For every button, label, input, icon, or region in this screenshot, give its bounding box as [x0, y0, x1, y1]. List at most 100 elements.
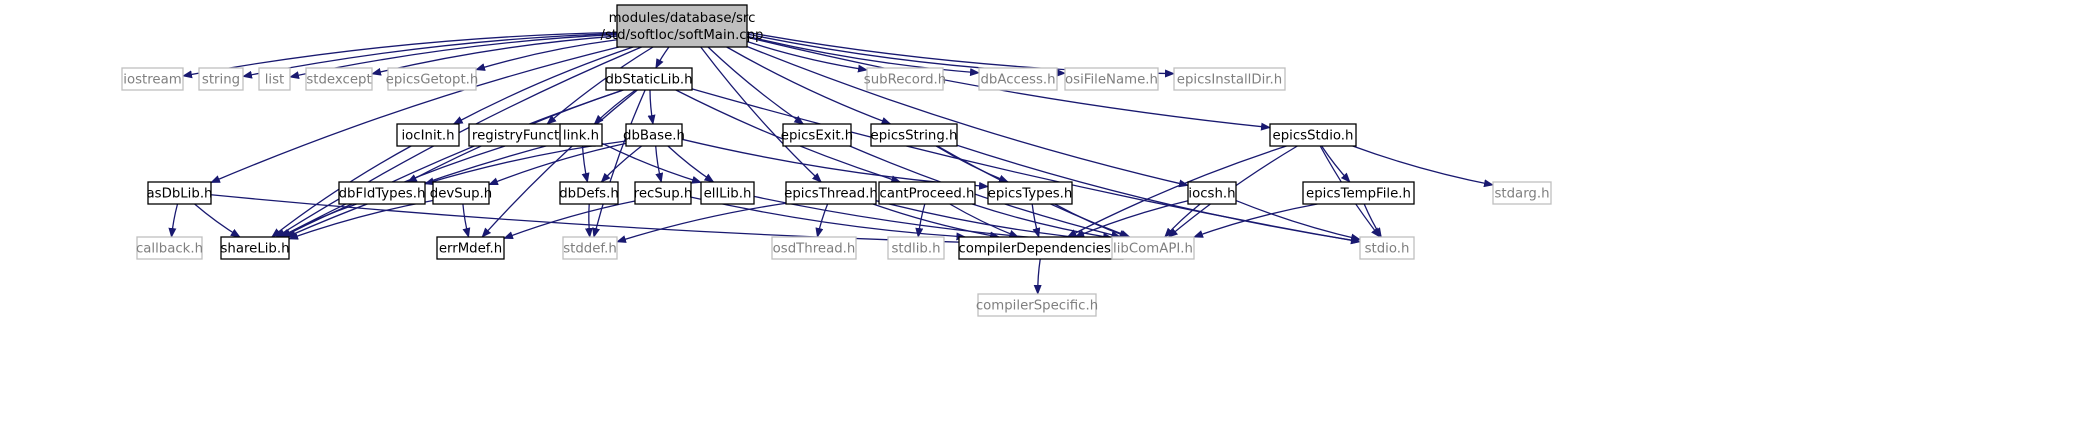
- node-epicsExit[interactable]: epicsExit.h: [781, 123, 853, 147]
- edge-link-to-ellLib: [601, 142, 702, 184]
- node-epicsString[interactable]: epicsString.h: [870, 123, 958, 147]
- edge-dbStaticLib-to-dbBase: [647, 89, 656, 125]
- node-devSup[interactable]: devSup.h: [430, 181, 492, 205]
- node-callback-box: [136, 236, 203, 260]
- edge-root-to-stdexcept: [371, 35, 618, 76]
- node-dbBase[interactable]: dbBase.h: [623, 123, 685, 147]
- node-callback-label-0: callback.h: [136, 242, 203, 257]
- node-compilerSpecific-label-0: compilerSpecific.h: [976, 299, 1098, 314]
- node-dbBase-label-0: dbBase.h: [623, 129, 685, 144]
- node-dbAccess-label-0: dbAccess.h: [980, 73, 1055, 88]
- node-iocsh-box: [1187, 181, 1237, 205]
- node-epicsStdio-box: [1269, 123, 1357, 147]
- edge-root-to-iocsh: [746, 45, 1189, 188]
- node-epicsTypes-box: [987, 181, 1073, 205]
- node-stdarg-label-0: stdarg.h: [1494, 187, 1549, 202]
- node-stddef-label-0: stddef.h: [563, 242, 617, 257]
- edge-root-to-asDbLib: [210, 46, 619, 184]
- node-epicsExit-box: [782, 123, 852, 147]
- node-osdThread: osdThread.h: [771, 236, 857, 260]
- nodes-layer: modules/database/src/std/softIoc/softMai…: [121, 4, 1552, 317]
- node-dbDefs-label-0: dbDefs.h: [559, 187, 619, 202]
- edge-epicsStdio-to-epicsTempFile: [1321, 145, 1351, 183]
- node-stdlib-label-0: stdlib.h: [891, 242, 940, 257]
- node-shareLib[interactable]: shareLib.h: [220, 236, 290, 260]
- node-stddef: stddef.h: [562, 236, 618, 260]
- node-dbBase-box: [625, 123, 683, 147]
- node-osdThread-box: [771, 236, 857, 260]
- node-compilerSpecific-box: [977, 293, 1097, 317]
- edge-root-to-iostream: [182, 31, 618, 79]
- node-root-label-1: /std/softIoc/softMain.cpp: [601, 28, 764, 43]
- node-stdlib-box: [887, 236, 945, 260]
- edge-link-to-dbDefs: [581, 145, 590, 183]
- node-iostream: iostream: [121, 67, 184, 91]
- node-shareLib-label-0: shareLib.h: [220, 242, 289, 257]
- node-iocInit[interactable]: iocInit.h: [396, 123, 460, 147]
- edge-recSup-to-errMdef: [503, 200, 636, 240]
- node-subRecord: subRecord.h: [864, 67, 946, 91]
- node-asDbLib[interactable]: asDbLib.h: [147, 181, 213, 205]
- node-epicsStdio[interactable]: epicsStdio.h: [1269, 123, 1357, 147]
- edge-epicsThread-to-stddef: [616, 202, 787, 243]
- node-dbAccess: dbAccess.h: [978, 67, 1058, 91]
- node-epicsStdio-label-0: epicsStdio.h: [1273, 129, 1354, 144]
- edge-root-to-epicsString: [726, 46, 892, 125]
- node-compilerSpecific: compilerSpecific.h: [976, 293, 1098, 317]
- node-cantProceed[interactable]: cantProceed.h: [878, 181, 976, 205]
- node-dbDefs-box: [559, 181, 619, 205]
- node-epicsThread-box: [785, 181, 877, 205]
- node-recSup-box: [634, 181, 692, 205]
- node-compilerDependencies[interactable]: compilerDependencies.h: [958, 236, 1124, 260]
- node-list-box: [258, 67, 291, 91]
- edge-root-to-epicsThread: [700, 46, 822, 183]
- edge-root-to-string: [242, 32, 618, 79]
- node-dbFldTypes[interactable]: dbFldTypes.h: [338, 181, 426, 205]
- edge-dbBase-to-ellLib: [667, 145, 715, 183]
- node-osdThread-label-0: osdThread.h: [773, 242, 856, 257]
- node-stdexcept-label-0: stdexcept: [306, 73, 371, 88]
- node-iocsh[interactable]: iocsh.h: [1187, 181, 1237, 205]
- node-iocsh-label-0: iocsh.h: [1188, 187, 1235, 202]
- node-root[interactable]: modules/database/src/std/softIoc/softMai…: [601, 4, 764, 48]
- node-stddef-box: [562, 236, 618, 260]
- node-iostream-label-0: iostream: [123, 73, 181, 88]
- edge-epicsTempFile-to-libComAPI: [1193, 203, 1318, 238]
- node-dbDefs[interactable]: dbDefs.h: [559, 181, 619, 205]
- edge-epicsTypes-to-compilerDependencies: [1031, 203, 1041, 238]
- node-subRecord-box: [866, 67, 944, 91]
- edge-epicsThread-to-libComAPI: [875, 200, 1113, 245]
- node-epicsTypes-label-0: epicsTypes.h: [988, 187, 1073, 202]
- edge-cantProceed-to-libComAPI: [971, 203, 1113, 241]
- node-stdexcept-box: [305, 67, 373, 91]
- node-iostream-box: [121, 67, 184, 91]
- edge-devSup-to-errMdef: [462, 203, 471, 238]
- edge-epicsStdio-to-stdarg: [1352, 145, 1494, 188]
- edge-epicsString-to-stdio: [956, 144, 1361, 245]
- node-string: string: [198, 67, 244, 91]
- node-ellLib[interactable]: ellLib.h: [700, 181, 755, 205]
- node-compilerDependencies-label-0: compilerDependencies.h: [958, 242, 1123, 257]
- edge-iocsh-to-libComAPI: [1164, 203, 1201, 238]
- node-stdexcept: stdexcept: [305, 67, 373, 91]
- node-dbStaticLib-box: [605, 67, 693, 91]
- node-dbStaticLib[interactable]: dbStaticLib.h: [605, 67, 693, 91]
- node-devSup-box: [432, 181, 490, 205]
- edge-compilerDependencies-to-compilerSpecific: [1033, 258, 1042, 295]
- node-link[interactable]: link.h: [559, 123, 603, 147]
- node-root-label-0: modules/database/src: [609, 11, 756, 26]
- node-recSup[interactable]: recSup.h: [634, 181, 693, 205]
- node-epicsInstallDir: epicsInstallDir.h: [1173, 67, 1286, 91]
- edge-dbBase-to-dbDefs: [600, 145, 643, 183]
- edge-dbStaticLib-to-link: [593, 89, 637, 125]
- node-errMdef-box: [436, 236, 505, 260]
- node-epicsTempFile[interactable]: epicsTempFile.h: [1302, 181, 1415, 205]
- node-errMdef[interactable]: errMdef.h: [436, 236, 505, 260]
- node-iocInit-box: [396, 123, 460, 147]
- node-link-box: [559, 123, 603, 147]
- node-epicsThread[interactable]: epicsThread.h: [784, 181, 878, 205]
- node-recSup-label-0: recSup.h: [634, 187, 693, 202]
- node-epicsString-box: [870, 123, 958, 147]
- node-epicsTypes[interactable]: epicsTypes.h: [987, 181, 1073, 205]
